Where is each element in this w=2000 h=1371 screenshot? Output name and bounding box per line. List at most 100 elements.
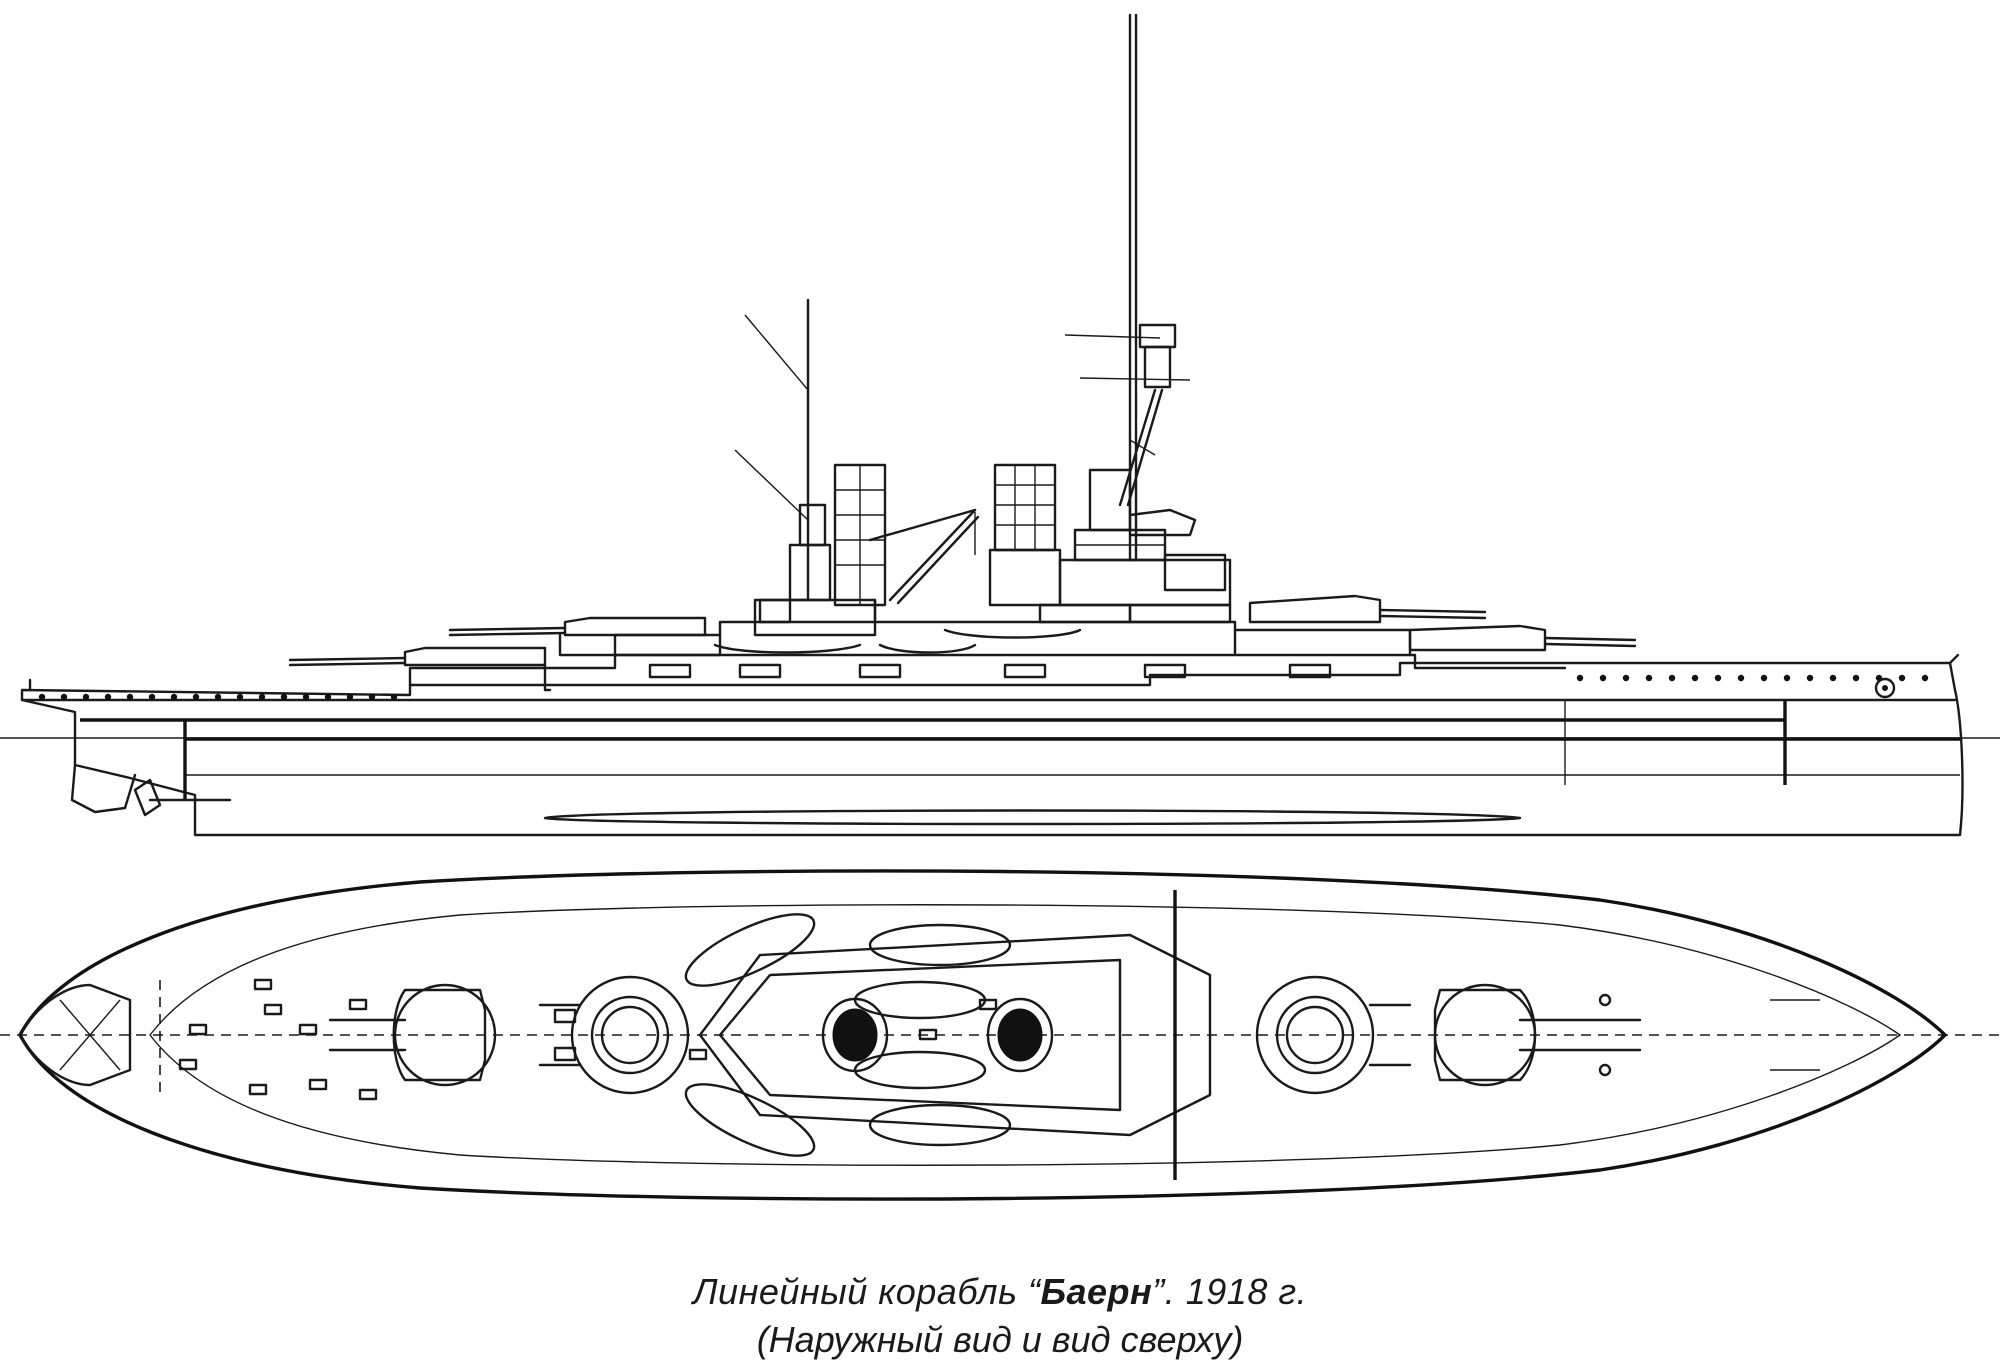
boat — [713, 643, 862, 654]
deck-fitting — [263, 1003, 283, 1016]
porthole — [1691, 674, 1699, 682]
hawse-pipe — [1874, 677, 1896, 699]
funnel-aft — [833, 463, 887, 607]
turret-plan-aft-high — [538, 975, 690, 1095]
central-superstructure — [698, 933, 1212, 1137]
bollard — [1598, 993, 1612, 1007]
stern-section — [18, 983, 132, 1087]
propeller — [133, 778, 162, 817]
funnel-fore — [988, 463, 1062, 607]
porthole — [1737, 674, 1745, 682]
porthole — [126, 693, 134, 701]
deck-fitting — [178, 1058, 198, 1071]
hawse-center — [1882, 685, 1888, 691]
side-profile-view — [0, 13, 2000, 837]
boat — [878, 643, 977, 654]
porthole — [346, 693, 354, 701]
deck-fittings — [178, 978, 998, 1101]
porthole — [1921, 674, 1929, 682]
stern-cross — [59, 999, 121, 1071]
porthole-row — [38, 674, 1929, 701]
porthole — [236, 693, 244, 701]
deckhouse — [1128, 603, 1232, 624]
caption-suffix: ”. 1918 г. — [1152, 1271, 1308, 1312]
jackstaff — [1948, 653, 1960, 665]
porthole — [1760, 674, 1768, 682]
deck-fitting — [358, 1088, 378, 1101]
funnel-aft-top — [832, 1008, 878, 1062]
turret-plan-aft-low — [328, 983, 577, 1087]
deck-fitting — [248, 1083, 268, 1096]
deck-fitting — [253, 978, 273, 991]
mast-fore — [1064, 13, 1191, 562]
porthole — [1599, 674, 1607, 682]
porthole — [280, 693, 288, 701]
porthole — [1576, 674, 1584, 682]
fore-bridge — [1058, 468, 1232, 607]
turret-aft-high — [448, 616, 722, 657]
caption-ship-name: Баерн — [1040, 1271, 1153, 1312]
porthole — [104, 693, 112, 701]
turret-aft-low — [288, 646, 552, 692]
boat-deck — [718, 958, 1122, 1112]
funnel-fore-casing — [986, 997, 1054, 1073]
deck-fitting — [918, 1028, 938, 1041]
porthole — [1714, 674, 1722, 682]
boat — [943, 628, 1082, 639]
upper-deck — [718, 620, 1237, 637]
caption-prefix: Линейный корабль “ — [692, 1271, 1041, 1312]
boats-plan — [684, 913, 1012, 1157]
porthole — [82, 693, 90, 701]
hull-outline — [20, 661, 1964, 837]
aft-superstructure — [753, 598, 877, 637]
turret-plan-fore-high — [1255, 975, 1412, 1095]
rudder — [70, 763, 137, 814]
deck-fitting — [978, 998, 998, 1011]
casemate-block — [613, 633, 722, 657]
porthole — [192, 693, 200, 701]
porthole — [368, 693, 376, 701]
aft-searchlight — [758, 598, 792, 624]
porthole — [324, 693, 332, 701]
porthole — [302, 693, 310, 701]
porthole — [1829, 674, 1837, 682]
deckhouse — [1038, 603, 1132, 624]
porthole — [1622, 674, 1630, 682]
deck-outline — [18, 869, 1948, 1201]
funnel-fore-top — [997, 1008, 1043, 1062]
turret-plan-fore-low — [1433, 983, 1642, 1087]
turret-fore-high — [1248, 594, 1487, 624]
deck-fitting — [298, 1023, 318, 1036]
porthole — [1668, 674, 1676, 682]
inner-deck-line — [149, 904, 1902, 1166]
porthole — [1645, 674, 1653, 682]
mast-aft — [734, 298, 832, 602]
porthole — [1806, 674, 1814, 682]
boat-crane — [868, 508, 980, 622]
porthole — [148, 693, 156, 701]
bilge-keel — [543, 809, 1522, 826]
caption-title: Линейный корабль “Баерн”. 1918 г. — [0, 1268, 2000, 1316]
porthole — [38, 693, 46, 701]
deck-fitting — [188, 1023, 208, 1036]
turret-fore-low — [1408, 624, 1637, 652]
porthole — [258, 693, 266, 701]
porthole — [214, 693, 222, 701]
porthole — [1783, 674, 1791, 682]
casemate-block — [1233, 628, 1412, 657]
deck-fitting — [348, 998, 368, 1011]
secondary-guns — [648, 663, 1332, 679]
top-plan-view — [0, 869, 2000, 1201]
caption: Линейный корабль “Баерн”. 1918 г. (Наруж… — [0, 1268, 2000, 1364]
porthole — [1852, 674, 1860, 682]
porthole — [1898, 674, 1906, 682]
bollard — [1598, 1063, 1612, 1077]
deck-fitting — [308, 1078, 328, 1091]
superstructure-deck — [408, 653, 1567, 687]
porthole — [390, 693, 398, 701]
porthole — [60, 693, 68, 701]
caption-subtitle: (Наружный вид и вид сверху) — [756, 1319, 1244, 1360]
deck-fitting — [688, 1048, 708, 1061]
porthole — [170, 693, 178, 701]
